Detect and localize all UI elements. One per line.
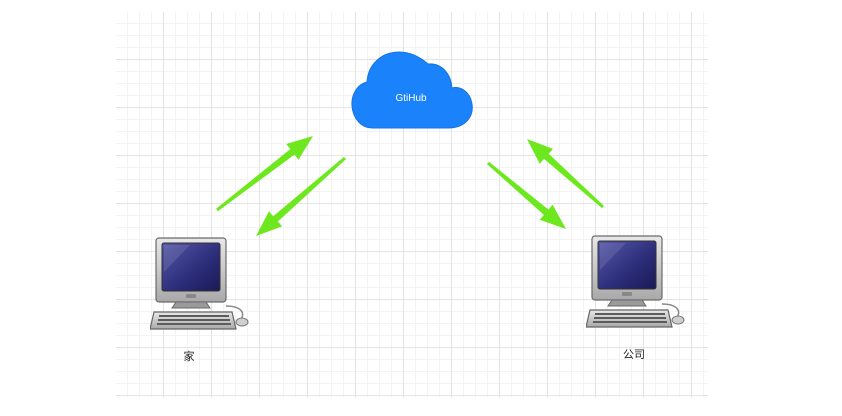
- arrow-home-to-cloud: [216, 136, 313, 212]
- arrow-office-to-cloud: [527, 139, 604, 209]
- office-label: 公司: [623, 349, 645, 361]
- home-label: 家: [184, 349, 195, 363]
- home-computer-icon: [150, 237, 249, 330]
- cloud-label: GtiHub: [395, 93, 427, 104]
- arrow-cloud-to-home: [256, 156, 346, 236]
- github-cloud: [351, 51, 473, 129]
- office-computer-icon: [586, 235, 685, 328]
- arrow-cloud-to-office: [487, 161, 566, 229]
